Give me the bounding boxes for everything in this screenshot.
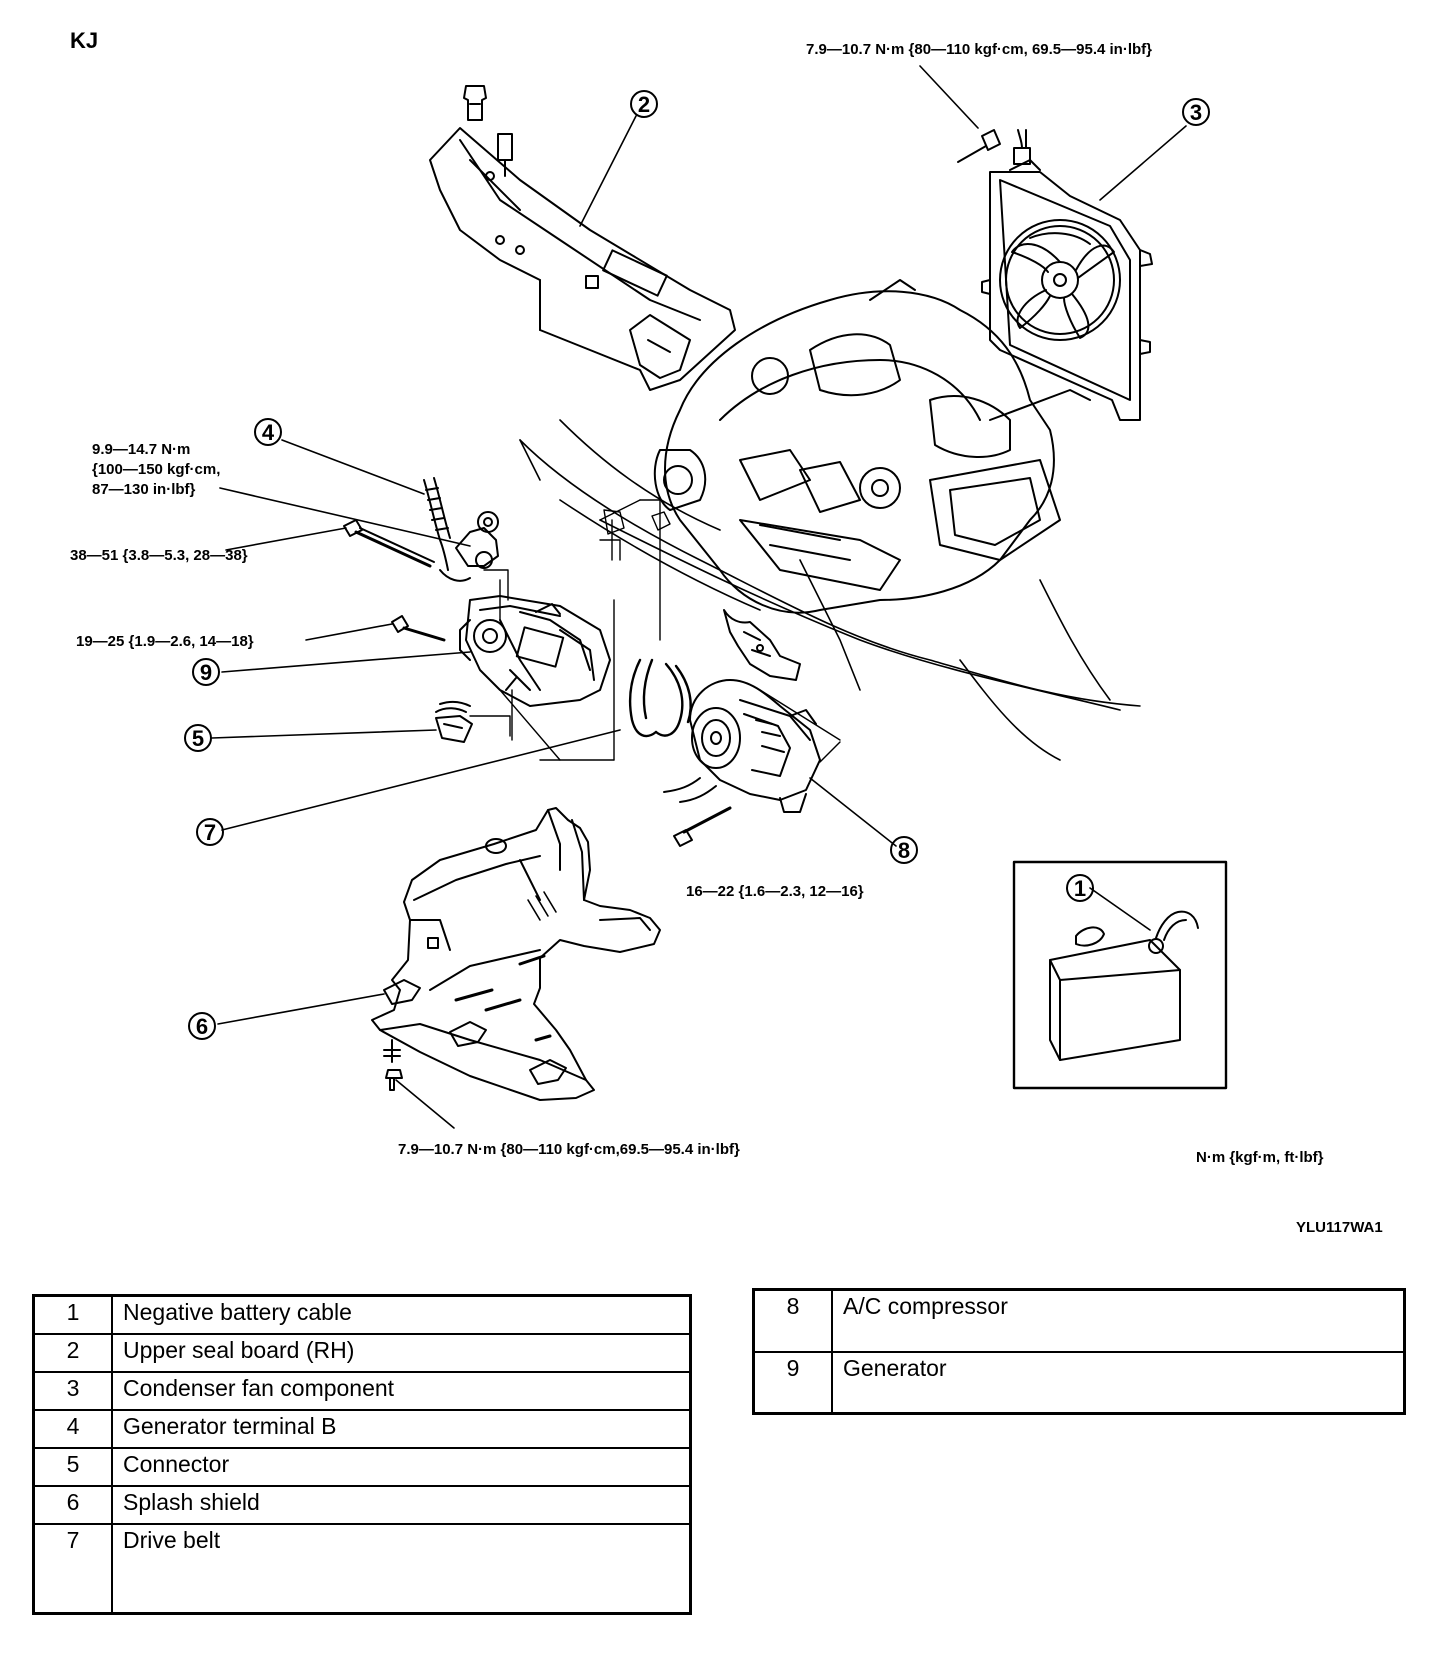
- callout-1: 1: [1066, 874, 1094, 902]
- callout-5: 5: [184, 724, 212, 752]
- bracket-guide-lines: [499, 499, 671, 761]
- compressor-bracket: [723, 609, 801, 681]
- legend-part-name: Splash shield: [111, 1484, 692, 1525]
- splash-shield-bolt: [383, 1039, 403, 1091]
- svg-text:8: 8: [898, 838, 910, 863]
- splash-shield: [371, 807, 661, 1101]
- legend-number: 1: [32, 1294, 113, 1335]
- svg-text:5: 5: [192, 726, 204, 751]
- model-code: KJ: [70, 28, 98, 53]
- legend-number: 2: [32, 1332, 113, 1373]
- callout-2: 2: [630, 90, 658, 118]
- leader-lines: [211, 65, 1187, 1129]
- legend-number: 7: [32, 1522, 113, 1615]
- svg-text:9: 9: [200, 660, 212, 685]
- legend-row: 2 Upper seal board (RH): [32, 1332, 692, 1373]
- legend-part-name: Condenser fan component: [111, 1370, 692, 1411]
- legend-number: 3: [32, 1370, 113, 1411]
- torque-spec-terminal-b-line2: {100—150 kgf·cm,: [92, 461, 220, 478]
- svg-text:4: 4: [262, 420, 275, 445]
- legend-row: 9 Generator: [752, 1350, 1406, 1415]
- legend-number: 8: [752, 1288, 833, 1353]
- torque-spec-splash-shield-bolt: 7.9—10.7 N·m {80—110 kgf·cm,69.5—95.4 in…: [398, 1141, 740, 1158]
- body-contour-lines: [519, 419, 1141, 761]
- callout-3: 3: [1182, 98, 1210, 126]
- legend-row: 5 Connector: [32, 1446, 692, 1487]
- terminal-b-harness: [423, 477, 509, 621]
- parts-legend-right: 8 A/C compressor 9 Generator: [752, 1288, 1406, 1415]
- upper-seal-board: [429, 85, 736, 391]
- ac-compressor: [663, 679, 841, 813]
- svg-text:1: 1: [1074, 876, 1086, 901]
- svg-text:6: 6: [196, 1014, 208, 1039]
- legend-row: 8 A/C compressor: [752, 1288, 1406, 1353]
- callout-7: 7: [196, 818, 224, 846]
- units-note: N·m {kgf·m, ft·lbf}: [1196, 1149, 1324, 1166]
- legend-part-name: Generator terminal B: [111, 1408, 692, 1449]
- legend-row: 7 Drive belt: [32, 1522, 692, 1615]
- torque-spec-generator-upper-bolt: 38—51 {3.8—5.3, 28—38}: [70, 547, 248, 564]
- torque-spec-generator-lower-bolt: 19—25 {1.9—2.6, 14—18}: [76, 633, 254, 650]
- legend-number: 9: [752, 1350, 833, 1415]
- callout-9: 9: [192, 658, 220, 686]
- legend-row: 6 Splash shield: [32, 1484, 692, 1525]
- battery-inset: [1012, 860, 1228, 1090]
- torque-spec-fan-bolt: 7.9—10.7 N·m {80—110 kgf·cm, 69.5—95.4 i…: [806, 41, 1152, 58]
- legend-row: 1 Negative battery cable: [32, 1294, 692, 1335]
- torque-spec-compressor-bolt: 16—22 {1.6—2.3, 12—16}: [686, 883, 864, 900]
- legend-part-name: Negative battery cable: [111, 1294, 692, 1335]
- legend-row: 4 Generator terminal B: [32, 1408, 692, 1449]
- legend-row: 3 Condenser fan component: [32, 1370, 692, 1411]
- legend-part-name: Connector: [111, 1446, 692, 1487]
- torque-spec-terminal-b-line3: 87—130 in·lbf}: [92, 481, 196, 498]
- generator-bolts: [343, 519, 446, 642]
- legend-part-name: Drive belt: [111, 1522, 692, 1615]
- legend-part-name: Upper seal board (RH): [111, 1332, 692, 1373]
- legend-part-name: A/C compressor: [831, 1288, 1406, 1353]
- callout-8: 8: [890, 836, 918, 864]
- engine-outline: [653, 279, 1091, 614]
- legend-number: 6: [32, 1484, 113, 1525]
- generator: [459, 595, 611, 707]
- parts-legend-left: 1 Negative battery cable 2 Upper seal bo…: [32, 1294, 692, 1615]
- svg-text:3: 3: [1190, 100, 1202, 125]
- figure-code: YLU117WA1: [1296, 1219, 1383, 1236]
- legend-number: 4: [32, 1408, 113, 1449]
- compressor-bolt: [673, 806, 732, 847]
- condenser-fan: [957, 129, 1153, 421]
- svg-text:7: 7: [204, 820, 216, 845]
- callout-4: 4: [254, 418, 282, 446]
- connector-part: [435, 689, 513, 743]
- drive-belt: [628, 658, 692, 738]
- callout-6: 6: [188, 1012, 216, 1040]
- exploded-parts-diagram: KJ 7.9—10.7 N·m {80—110 kgf·cm, 69.5—95.…: [70, 28, 1383, 1236]
- legend-part-name: Generator: [831, 1350, 1406, 1415]
- torque-spec-terminal-b-line1: 9.9—14.7 N·m: [92, 441, 190, 458]
- svg-text:2: 2: [638, 92, 650, 117]
- legend-number: 5: [32, 1446, 113, 1487]
